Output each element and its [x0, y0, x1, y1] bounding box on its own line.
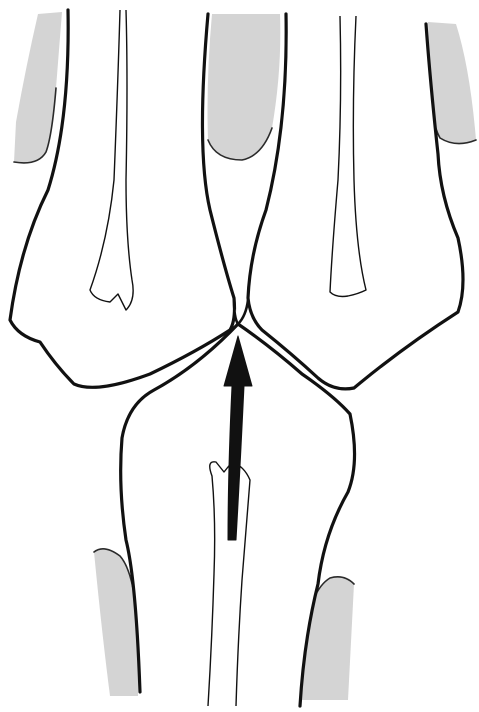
shaded-region-top-center — [208, 14, 281, 160]
joint-line-right — [238, 300, 248, 324]
shaded-region-top-left — [14, 12, 62, 163]
